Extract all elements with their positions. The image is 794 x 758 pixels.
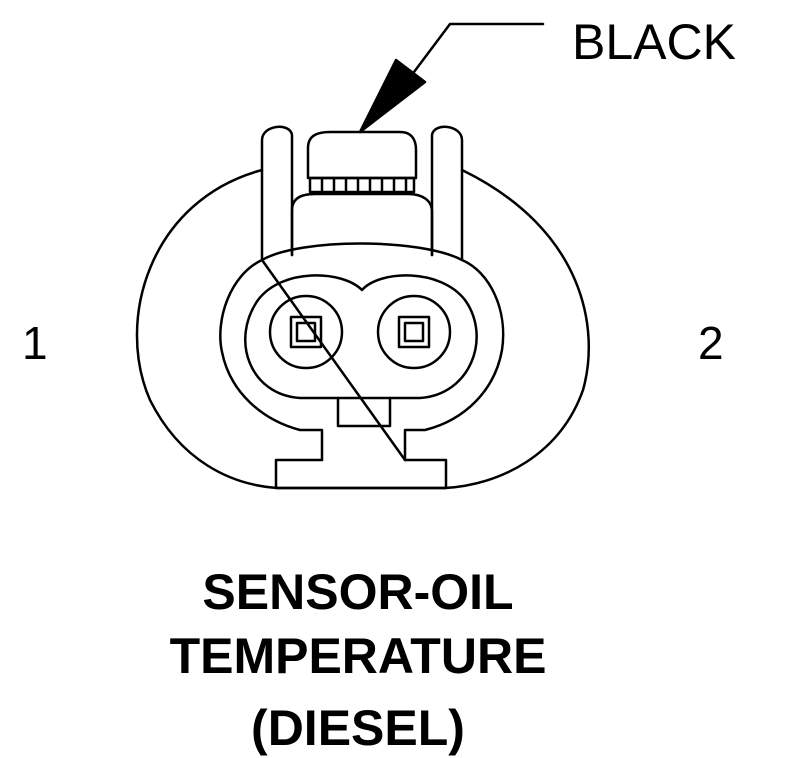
terminal-cavity-1: [268, 294, 344, 370]
callout-arrowhead: [358, 58, 427, 134]
terminal-pin-1-inner: [295, 321, 317, 343]
pin-number-2: 2: [698, 317, 724, 369]
key-base: [274, 458, 448, 490]
latch-arm-right: [430, 125, 464, 262]
lock-base: [290, 192, 434, 257]
caption-line-2: TEMPERATURE: [169, 628, 547, 684]
latch-arm-left: [260, 125, 294, 262]
caption-line-1: SENSOR-OIL: [202, 564, 514, 620]
terminal-pin-1-outer: [289, 315, 323, 349]
lock-tab: [306, 130, 418, 180]
lock-tab-serrations: [308, 176, 416, 194]
terminal-pin-2-outer: [397, 315, 431, 349]
wire-color-label: BLACK: [572, 14, 736, 70]
cavity-outline: [244, 274, 478, 400]
callout-leader-line: [406, 22, 545, 82]
key-slot: [336, 396, 392, 428]
terminal-pin-2-inner: [403, 321, 425, 343]
inner-housing: [219, 242, 505, 462]
pin-number-1: 1: [22, 317, 48, 369]
caption-line-3: (DIESEL): [251, 700, 465, 756]
terminal-cavity-2: [376, 294, 452, 370]
connector-body-outline: [135, 168, 591, 490]
